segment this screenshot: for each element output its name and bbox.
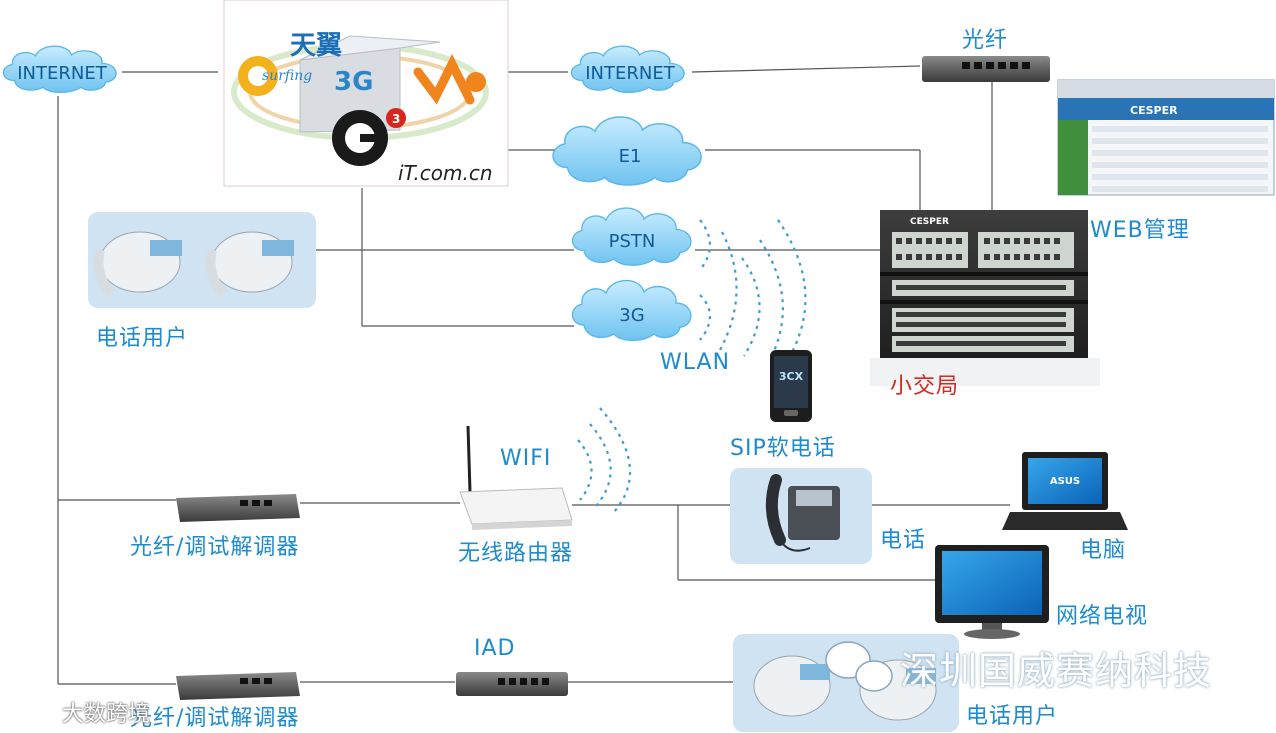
tianyi-3g-logo	[223, 0, 509, 187]
laptop	[1002, 452, 1128, 530]
label-phone-users-bottom: 电话用户	[966, 704, 1059, 729]
iad-device	[456, 672, 568, 696]
fiber-switch	[922, 56, 1050, 82]
logo-brand-en: surfing	[262, 68, 312, 84]
wifi-waves	[577, 407, 632, 513]
label-wireless-router: 无线路由器	[458, 541, 574, 566]
cloud-label-3g: 3G	[619, 305, 644, 326]
logo-3g-mark: 3	[392, 112, 400, 126]
laptop-brand: ASUS	[1050, 476, 1080, 487]
pbx-rack	[870, 210, 1100, 386]
label-iptv: 网络电视	[1056, 604, 1149, 629]
mobile-screen-text: 3CX	[779, 370, 804, 383]
modem-2	[176, 672, 300, 700]
label-fiber: 光纤	[962, 28, 1009, 53]
wechat-watermark-icon	[825, 641, 893, 692]
iptv-monitor	[935, 545, 1049, 639]
connection-lines	[57, 65, 1010, 685]
cloud-label-internet-left: INTERNET	[17, 63, 107, 84]
label-pbx: 小交局	[890, 374, 960, 399]
modem-1	[176, 494, 300, 522]
label-modem-1: 光纤/调试解调器	[130, 535, 300, 560]
label-phone: 电话	[880, 528, 927, 553]
cloud-label-e1: E1	[619, 146, 642, 167]
label-phone-users-top: 电话用户	[96, 326, 189, 351]
label-pc: 电脑	[1080, 538, 1127, 563]
label-web-management: WEB管理	[1090, 218, 1190, 243]
sip-mobile-phone	[770, 350, 812, 422]
wlan-waves	[699, 219, 807, 361]
label-iad: IAD	[474, 636, 516, 661]
wireless-router	[459, 425, 573, 530]
phone-users-top-panel	[88, 212, 316, 308]
watermark-company: 深圳国威赛纳科技	[900, 649, 1213, 693]
web-brand: CESPER	[1130, 104, 1178, 117]
logo-3g-text: 3G	[334, 67, 373, 97]
label-modem-2: 光纤/调试解调器	[130, 706, 300, 731]
label-wifi: WIFI	[500, 446, 552, 471]
ip-phone-panel	[730, 468, 872, 564]
label-wlan: WLAN	[660, 350, 731, 375]
logo-site: iT.com.cn	[398, 161, 493, 185]
web-management-screen	[1057, 79, 1275, 196]
logo-brand-cn: 天翼	[290, 31, 342, 61]
cloud-label-internet-mid: INTERNET	[585, 63, 675, 84]
cloud-label-pstn: PSTN	[609, 231, 656, 252]
watermark-source: 大数跨境	[62, 702, 151, 727]
pbx-brand: CESPER	[910, 217, 949, 227]
label-sip-softphone: SIP软电话	[730, 436, 836, 461]
source-watermark-icon	[11, 695, 53, 721]
